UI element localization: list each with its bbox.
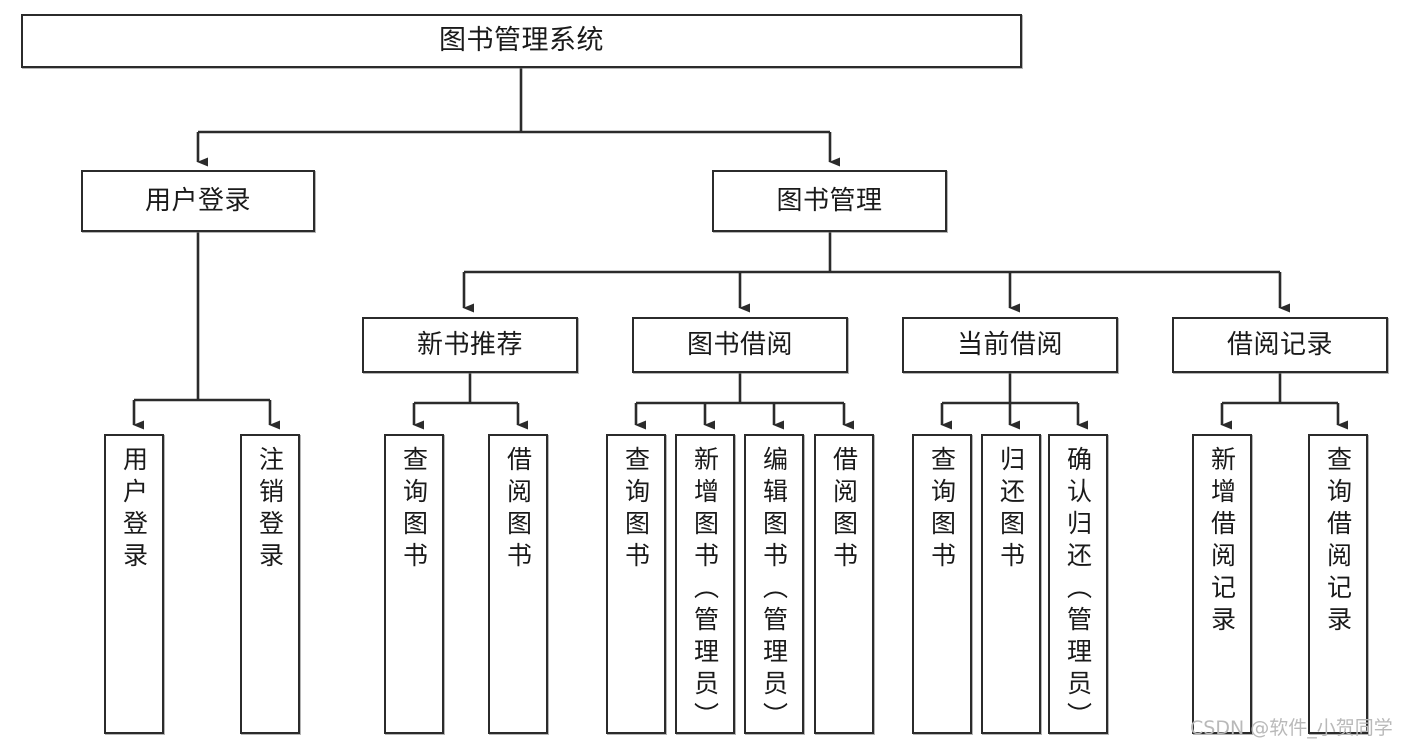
leaf-confirm-return[interactable]: 确认归还（管理员） xyxy=(1048,434,1108,734)
leaf-borrow-book-recommend[interactable]: 借阅图书 xyxy=(488,434,548,734)
node-label: 查询图书 xyxy=(927,446,957,574)
node-new-book-recommend[interactable]: 新书推荐 xyxy=(362,317,578,373)
leaf-add-borrow-record[interactable]: 新增借阅记录 xyxy=(1192,434,1252,734)
node-current-borrow[interactable]: 当前借阅 xyxy=(902,317,1118,373)
leaf-query-borrow-record[interactable]: 查询借阅记录 xyxy=(1308,434,1368,734)
node-label: 注销登录 xyxy=(255,446,285,574)
node-label: 借阅图书 xyxy=(829,446,859,574)
leaf-add-book[interactable]: 新增图书（管理员） xyxy=(675,434,735,734)
node-label: 归还图书 xyxy=(996,446,1026,574)
node-label: 查询图书 xyxy=(399,446,429,574)
node-label: 查询图书 xyxy=(621,446,651,574)
node-borrow-record[interactable]: 借阅记录 xyxy=(1172,317,1388,373)
leaf-query-book-borrow[interactable]: 查询图书 xyxy=(606,434,666,734)
node-label: 新增借阅记录 xyxy=(1207,446,1237,638)
node-label: 查询借阅记录 xyxy=(1323,446,1353,638)
node-label: 图书管理 xyxy=(776,185,883,216)
node-label: 图书管理系统 xyxy=(439,25,604,57)
leaf-query-book-recommend[interactable]: 查询图书 xyxy=(384,434,444,734)
node-book-borrow[interactable]: 图书借阅 xyxy=(632,317,848,373)
csdn-watermark: CSDN @软件_小贺同学 xyxy=(1190,717,1393,739)
leaf-edit-book[interactable]: 编辑图书（管理员） xyxy=(744,434,804,734)
node-label: 新书推荐 xyxy=(416,329,523,360)
node-book-management[interactable]: 图书管理 xyxy=(712,170,947,232)
node-label: 用户登录 xyxy=(144,185,251,216)
node-user-login[interactable]: 用户登录 xyxy=(81,170,315,232)
leaf-borrow-book[interactable]: 借阅图书 xyxy=(814,434,874,734)
node-label: 编辑图书（管理员） xyxy=(759,446,789,734)
node-label: 借阅图书 xyxy=(503,446,533,574)
leaf-logout-login[interactable]: 注销登录 xyxy=(240,434,300,734)
leaf-return-book[interactable]: 归还图书 xyxy=(981,434,1041,734)
node-label: 用户登录 xyxy=(119,446,149,574)
leaf-query-book-current[interactable]: 查询图书 xyxy=(912,434,972,734)
node-label: 新增图书（管理员） xyxy=(690,446,720,734)
node-label: 借阅记录 xyxy=(1226,329,1333,360)
node-root-system[interactable]: 图书管理系统 xyxy=(21,14,1022,68)
leaf-user-login[interactable]: 用户登录 xyxy=(104,434,164,734)
node-label: 图书借阅 xyxy=(686,329,793,360)
node-label: 当前借阅 xyxy=(956,329,1063,360)
node-label: 确认归还（管理员） xyxy=(1063,446,1093,734)
